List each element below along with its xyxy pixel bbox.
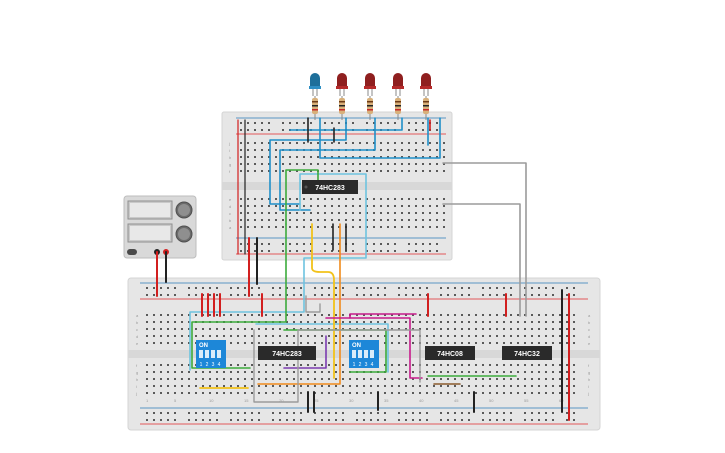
- upper-row-letter: h: [229, 155, 231, 160]
- upper-row-letter: e: [229, 197, 232, 202]
- chip-upper[interactable]: 74HC283: [302, 180, 358, 194]
- lower-row-letter: f: [136, 363, 138, 368]
- power-switch[interactable]: [127, 249, 137, 255]
- led-blue-icon[interactable]: [309, 73, 321, 96]
- lower-col-number: 50: [489, 398, 494, 403]
- lower-row-letter: j: [587, 391, 589, 396]
- power-supply: [123, 195, 197, 259]
- resistor-icon: [423, 96, 429, 120]
- wire-magenta[interactable]: [325, 317, 423, 379]
- lower-col-number: 15: [244, 398, 249, 403]
- upper-row-letter: g: [229, 162, 231, 167]
- wire-gray-1[interactable]: [442, 162, 527, 317]
- led-red-icon[interactable]: [392, 73, 404, 96]
- led-red-icon[interactable]: [420, 73, 432, 96]
- lower-col-number: 40: [419, 398, 424, 403]
- resistor-icon: [395, 96, 401, 120]
- upper-breadboard-holes: [240, 122, 445, 252]
- lower-col-number: 25: [314, 398, 319, 403]
- lower-row-letter: a: [136, 313, 139, 318]
- dip-switch-2-pos-4: 4: [371, 362, 374, 368]
- upper-row-letter: a: [229, 225, 232, 230]
- wire-led-bus[interactable]: [319, 117, 441, 159]
- upper-row-letter: b: [229, 218, 232, 223]
- dip-switch-1-pos-3: 3: [212, 362, 215, 368]
- led-red-icon[interactable]: [364, 73, 376, 96]
- wire-orange[interactable]: [257, 239, 341, 385]
- lower-row-letter: h: [136, 377, 138, 382]
- resistor-icon: [312, 96, 318, 120]
- chip-lower-c-label: 74HC32: [514, 351, 540, 358]
- dip-switch-2-pos-1: 1: [353, 362, 356, 368]
- lower-row-letter: h: [588, 377, 590, 382]
- lower-row-letter: e: [136, 341, 139, 346]
- lower-row-letter: g: [588, 370, 590, 375]
- led-row: [309, 73, 432, 120]
- wire-gray-2[interactable]: [442, 203, 521, 317]
- lower-row-letter: d: [136, 334, 138, 339]
- dip-switch-2-on-label: ON: [352, 343, 361, 349]
- lower-row-letter: e: [588, 341, 591, 346]
- wire-green[interactable]: [285, 169, 319, 225]
- lower-row-letter: j: [135, 391, 137, 396]
- chip-lower-c[interactable]: 74HC32: [502, 346, 552, 360]
- lower-col-number: 35: [384, 398, 389, 403]
- lower-row-letter: d: [588, 334, 590, 339]
- chip-upper-label: 74HC283: [315, 185, 345, 192]
- lower-row-letter: i: [136, 384, 137, 389]
- lower-col-number: 10: [209, 398, 214, 403]
- dip-switch-1-on-label: ON: [199, 343, 208, 349]
- resistor-icon: [367, 96, 373, 120]
- lower-row-letter: a: [588, 313, 591, 318]
- lower-row-letter: c: [588, 327, 590, 332]
- chip-lower-a[interactable]: 74HC283: [258, 346, 316, 360]
- dip-switch-1[interactable]: ON 1 2 3 4: [196, 340, 226, 368]
- chip-lower-b-label: 74HC08: [437, 351, 463, 358]
- chip-lower-b[interactable]: 74HC08: [425, 346, 475, 360]
- lower-col-number: 1: [146, 398, 149, 403]
- upper-row-letter: f: [229, 169, 231, 174]
- dip-switch-2[interactable]: ON 1 2 3 4: [349, 340, 379, 368]
- lower-col-number: 55: [524, 398, 529, 403]
- lower-col-number: 5: [174, 398, 177, 403]
- dip-switch-2-pos-3: 3: [365, 362, 368, 368]
- upper-row-letter: c: [229, 211, 231, 216]
- wire-yellow[interactable]: [311, 223, 335, 379]
- lower-row-letter: b: [588, 320, 591, 325]
- lower-row-letter: i: [588, 384, 589, 389]
- chip-lower-a-label: 74HC283: [272, 351, 302, 358]
- dip-switch-1-pos-1: 1: [200, 362, 203, 368]
- upper-row-letter: i: [229, 148, 230, 153]
- lower-col-number: 45: [454, 398, 459, 403]
- led-red-icon[interactable]: [336, 73, 348, 96]
- dip-switch-2-pos-2: 2: [359, 362, 362, 368]
- upper-row-letter: j: [228, 141, 230, 146]
- lower-row-letter: g: [136, 370, 138, 375]
- dip-switch-1-pos-4: 4: [218, 362, 221, 368]
- lower-col-number: 30: [349, 398, 354, 403]
- upper-row-letter: d: [229, 204, 231, 209]
- dip-switch-1-pos-2: 2: [206, 362, 209, 368]
- lower-row-letter: b: [136, 320, 139, 325]
- lower-row-letter: c: [136, 327, 138, 332]
- resistor-icon: [339, 96, 345, 120]
- lower-col-number: 20: [279, 398, 284, 403]
- lower-row-letter: f: [588, 363, 590, 368]
